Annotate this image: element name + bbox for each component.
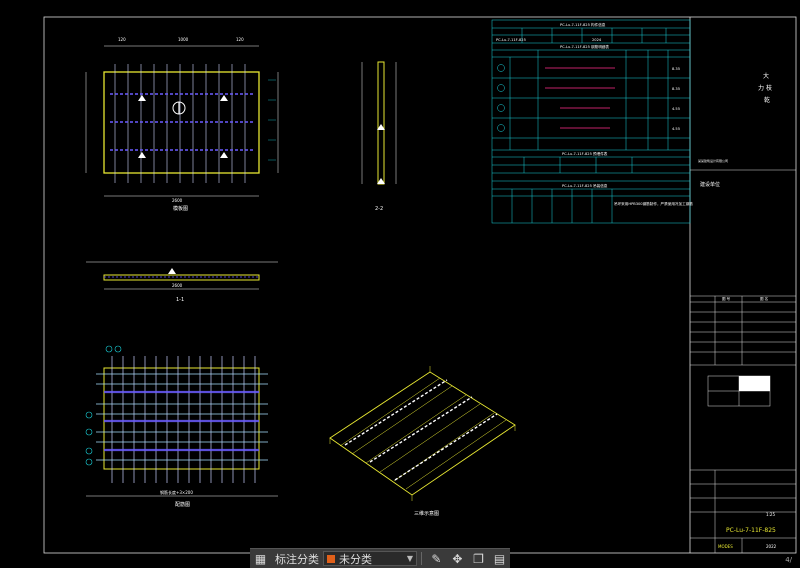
lift-table-title: PC-Lu-7-11F-825 吊装信息: [562, 183, 608, 188]
iso-view-label: 三维示意图: [414, 510, 439, 517]
paste-icon[interactable]: ▤: [493, 551, 506, 566]
header-left: 图 号: [722, 296, 731, 301]
component-table-title: PC-Lu-7-11F-825 构件信息: [560, 22, 606, 27]
annotation-toolbar: ▦ 标注分类 未分类 ▼ ✎ ✥ ❐ ▤: [250, 548, 510, 568]
project-char-4: 乾: [764, 96, 770, 104]
plan-dim-right: 120: [236, 37, 244, 42]
section-2-2: 2-2: [361, 61, 397, 212]
remark-label: 建设单位: [700, 181, 720, 188]
component-row-volume: 2024: [592, 38, 602, 42]
plan-view-label: 模板图: [173, 205, 188, 212]
drawing-no: 2022: [766, 544, 777, 549]
rebar-table-title: PC-Lu-7-11F-825 钢筋明细表: [560, 44, 609, 49]
title-block: [690, 169, 796, 553]
annotation-category-label: 标注分类: [275, 552, 320, 566]
plan-dim-bottom: 2600: [172, 198, 183, 203]
move-icon[interactable]: ✥: [452, 551, 463, 566]
edit-icon[interactable]: ✎: [431, 551, 442, 566]
project-char-3: 枝: [766, 84, 772, 92]
rebar-row-4-qty: 4.55: [672, 127, 680, 131]
date-label: MODES: [718, 544, 733, 549]
section-1-1: 2600 1-1: [86, 261, 278, 303]
plan-dim-left: 120: [118, 37, 126, 42]
sheet-scale: 1:25: [766, 512, 775, 517]
project-char-1: 大: [763, 72, 769, 80]
project-char-2: 力: [758, 84, 764, 92]
grid-layout-icon[interactable]: ▦: [254, 551, 267, 566]
page-number: 4/: [785, 556, 792, 564]
title-block-fill: [739, 376, 770, 391]
isometric-view: 三维示意图: [329, 366, 516, 517]
category-select[interactable]: 未分类 ▼: [323, 551, 417, 566]
plan-dim-mid: 1000: [178, 37, 189, 42]
rebar-shapes: [545, 67, 615, 129]
lift-note: 吊环采用HPB300钢筋制作，严禁使用冷加工钢筋: [614, 201, 693, 206]
rebar-plan-dim: 钢筋长度+3×200: [160, 489, 193, 495]
company-small: 某某建筑设计有限公司: [698, 158, 728, 163]
category-color-swatch: [327, 554, 336, 563]
toolbar-divider: [420, 552, 422, 565]
header-right: 图 名: [760, 296, 768, 301]
rebar-plan-view: 钢筋长度+3×200 配筋图: [85, 345, 278, 508]
section-11-dim: 2600: [172, 283, 183, 288]
section-22-label: 2-2: [375, 206, 383, 212]
chevron-down-icon: ▼: [406, 554, 413, 563]
rebar-row-2-qty: 8.35: [672, 87, 680, 91]
rebar-row-1-qty: 8.35: [672, 67, 680, 71]
component-row-id: PC-Lu-7-11F-825: [496, 38, 526, 42]
category-select-value: 未分类: [339, 552, 373, 566]
rebar-row-3-qty: 4.55: [672, 107, 680, 111]
plan-view: 120 1000 120 2600 模板图: [85, 37, 279, 212]
embed-table-title: PC-Lu-7-11F-825 预埋件表: [562, 151, 608, 156]
section-11-label: 1-1: [176, 297, 184, 303]
sheet-name: PC-Lu-7-11F-825: [726, 527, 776, 534]
component-table: [491, 19, 691, 224]
copy-icon[interactable]: ❐: [473, 551, 484, 566]
rebar-plan-label: 配筋图: [175, 501, 190, 508]
drawing-frame: [43, 16, 797, 554]
